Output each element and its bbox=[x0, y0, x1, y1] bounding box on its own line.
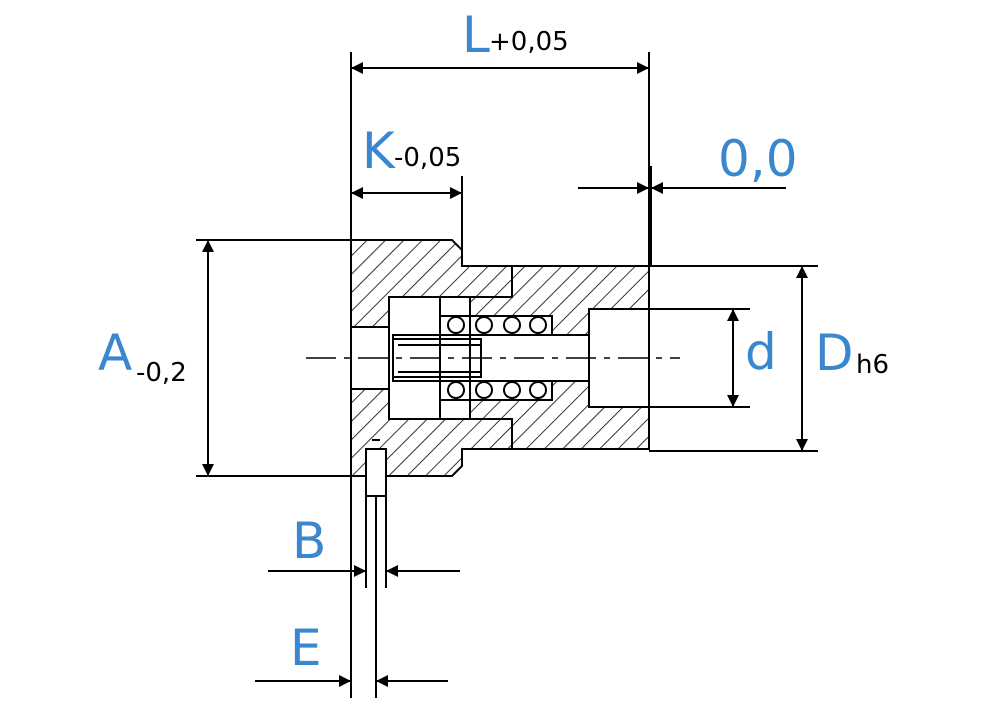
label-B: B bbox=[292, 512, 326, 570]
dimension-labels: L +0,05 K -0,05 0,0 A -0,2 d D h6 B E bbox=[98, 6, 889, 677]
label-D: D bbox=[815, 324, 854, 382]
tol-A: -0,2 bbox=[136, 358, 187, 388]
label-E: E bbox=[290, 619, 322, 677]
label-zero: 0,0 bbox=[718, 130, 798, 188]
tol-D: h6 bbox=[856, 350, 889, 380]
label-K: K bbox=[362, 122, 396, 180]
tol-K: -0,05 bbox=[394, 143, 461, 173]
locating-pin bbox=[365, 439, 387, 497]
tol-L: +0,05 bbox=[489, 27, 569, 57]
spring-coils bbox=[447, 316, 547, 399]
label-A: A bbox=[98, 324, 132, 382]
label-L: L bbox=[462, 6, 490, 64]
label-d: d bbox=[745, 323, 777, 381]
dimension-lines bbox=[196, 52, 818, 698]
